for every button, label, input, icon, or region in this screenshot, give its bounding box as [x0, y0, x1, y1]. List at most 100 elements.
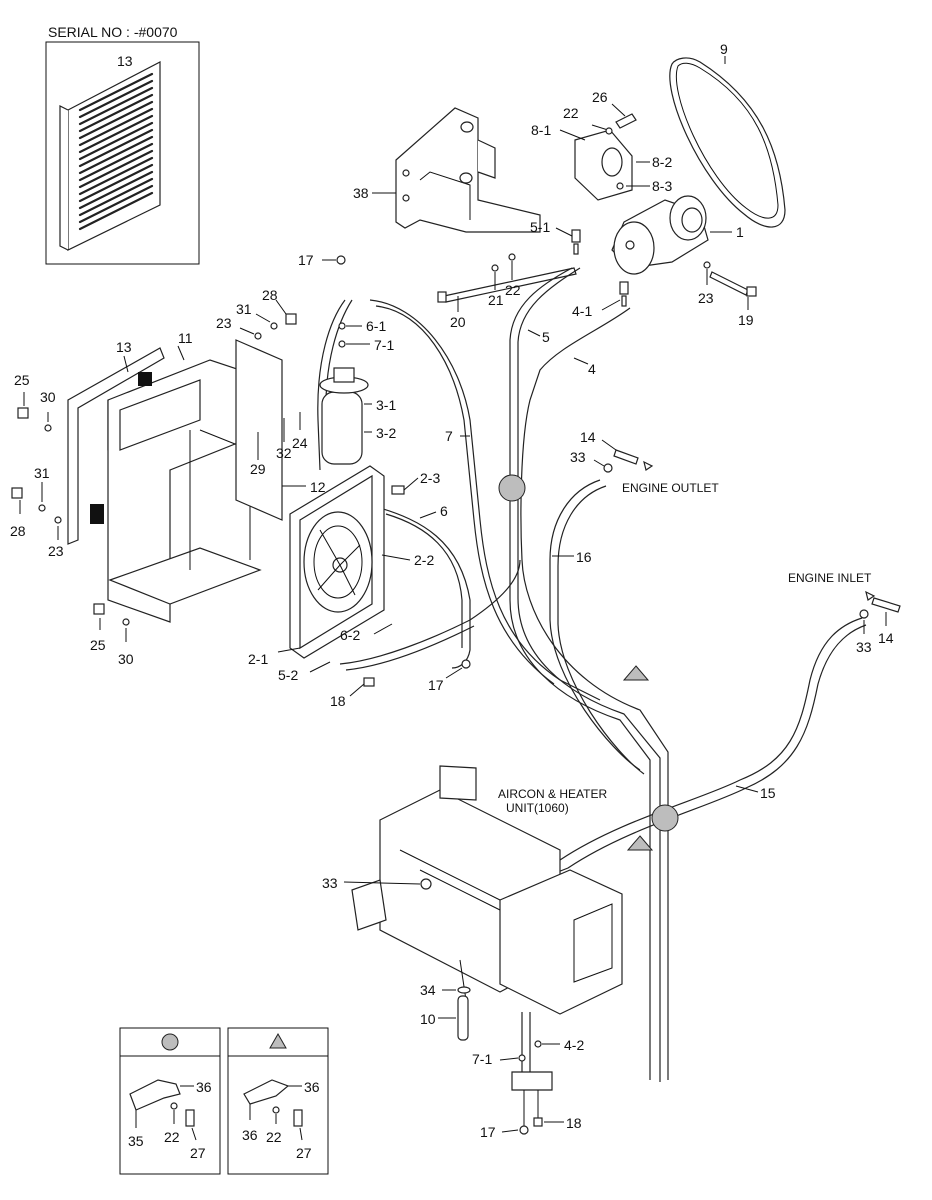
callout-5: 5 — [542, 329, 550, 345]
callout-17a: 17 — [298, 252, 314, 268]
inset-frame — [45, 41, 200, 265]
louver-slot — [78, 114, 154, 154]
callout-30b: 30 — [118, 651, 134, 667]
callout-13b: 13 — [116, 339, 132, 355]
callout-4: 4 — [588, 361, 596, 377]
callout-25a: 25 — [14, 372, 30, 388]
callout-10: 10 — [420, 1011, 436, 1027]
callout-33c: 33 — [322, 875, 338, 891]
clamp-circle-marker — [498, 474, 526, 502]
callout-9: 9 — [720, 41, 728, 57]
callout-28b: 28 — [10, 523, 26, 539]
callout-15: 15 — [760, 785, 776, 801]
callout-23a: 23 — [698, 290, 714, 306]
drain-hose-10 — [457, 995, 469, 1041]
compressor-bracket-38 — [395, 107, 541, 233]
callout-33b: 33 — [856, 639, 872, 655]
louver-slot — [78, 79, 154, 119]
legend-circle-item-22: 22 — [164, 1129, 180, 1145]
v-belt-9 — [669, 57, 786, 228]
outlet-fitting-14 — [613, 449, 654, 471]
louver-slot — [78, 128, 154, 168]
callout-5-2: 5-2 — [278, 667, 298, 683]
callout-17b: 17 — [428, 677, 444, 693]
callout-28a: 28 — [262, 287, 278, 303]
callout-32: 32 — [276, 445, 292, 461]
callout-4-2: 4-2 — [564, 1037, 584, 1053]
legend-circle-item-35: 35 — [128, 1133, 144, 1149]
circle-marker-icon — [161, 1033, 179, 1051]
louver-slot — [78, 149, 154, 189]
louver-slot — [78, 100, 154, 140]
aircon-unit-label-line2: UNIT(1060) — [506, 801, 569, 815]
callout-13a: 13 — [117, 53, 133, 69]
callout-26: 26 — [592, 89, 608, 105]
louver-slot — [78, 191, 154, 231]
triangle-marker-icon — [269, 1032, 287, 1049]
callout-20: 20 — [450, 314, 466, 330]
callout-3-1: 3-1 — [376, 397, 396, 413]
louver-slot — [78, 93, 154, 133]
callout-31a: 31 — [236, 301, 252, 317]
callout-25b: 25 — [90, 637, 106, 653]
serial-inset: SERIAL NO : -#0070 13 — [45, 24, 200, 265]
callout-4-1: 4-1 — [572, 303, 592, 319]
louver-slot — [78, 156, 154, 196]
callout-6-2: 6-2 — [340, 627, 360, 643]
callout-2-3: 2-3 — [420, 470, 440, 486]
louver-slot — [78, 135, 154, 175]
callout-29: 29 — [250, 461, 266, 477]
callout-31b: 31 — [34, 465, 50, 481]
callout-16: 16 — [576, 549, 592, 565]
louver-slot — [78, 72, 154, 112]
callout-2-1: 2-1 — [248, 651, 268, 667]
compressor-1 — [611, 195, 709, 275]
legend-triangle-item-36a: 36 — [304, 1079, 320, 1095]
serial-number-label: SERIAL NO : -#0070 — [48, 24, 178, 40]
clamp-circle-marker — [651, 804, 679, 832]
callout-33a: 33 — [570, 449, 586, 465]
legend-triangle-item-27: 27 — [296, 1145, 312, 1161]
callout-22b: 22 — [505, 282, 521, 298]
legend-circle-item-27: 27 — [190, 1145, 206, 1161]
hoses — [317, 267, 867, 1082]
legend-triangle-item-36b: 36 — [242, 1127, 258, 1143]
callout-6: 6 — [440, 503, 448, 519]
legend-triangle-clamp: 36 36 22 27 — [227, 1027, 329, 1175]
callout-8-3: 8-3 — [652, 178, 672, 194]
callout-8-1: 8-1 — [531, 122, 551, 138]
callout-19: 19 — [738, 312, 754, 328]
condenser-fan-2 — [289, 465, 385, 659]
legend-triangle-item-22: 22 — [266, 1129, 282, 1145]
engine-outlet-label: ENGINE OUTLET — [622, 481, 719, 495]
aircon-unit-label-line1: AIRCON & HEATER — [498, 787, 607, 801]
callout-1: 1 — [736, 224, 744, 240]
clamp-triangle-marker — [622, 665, 650, 681]
callout-23c: 23 — [48, 543, 64, 559]
louver-slot — [78, 184, 154, 224]
tension-adjuster-8 — [574, 129, 633, 201]
legend-circle-item-36: 36 — [196, 1079, 212, 1095]
callout-7-1a: 7-1 — [374, 337, 394, 353]
callout-17c: 17 — [480, 1124, 496, 1140]
louver-grille-13 — [59, 61, 161, 251]
callout-14a: 14 — [580, 429, 596, 445]
louver-slot — [78, 163, 154, 203]
frame-assembly-11 — [107, 359, 271, 623]
callout-23b: 23 — [216, 315, 232, 331]
callout-12: 12 — [310, 479, 326, 495]
callout-3-2: 3-2 — [376, 425, 396, 441]
callout-30a: 30 — [40, 389, 56, 405]
callout-2-2: 2-2 — [414, 552, 434, 568]
louver-slot — [78, 121, 154, 161]
legend-circle-clamp: 36 35 22 27 — [119, 1027, 221, 1175]
louver-slot — [78, 170, 154, 210]
callout-7-1b: 7-1 — [472, 1051, 492, 1067]
louver-slot — [78, 107, 154, 147]
callout-5-1: 5-1 — [530, 219, 550, 235]
inlet-fitting-14 — [865, 590, 901, 613]
louver-slot — [78, 142, 154, 182]
louver-slot — [78, 177, 154, 217]
callout-8-2: 8-2 — [652, 154, 672, 170]
